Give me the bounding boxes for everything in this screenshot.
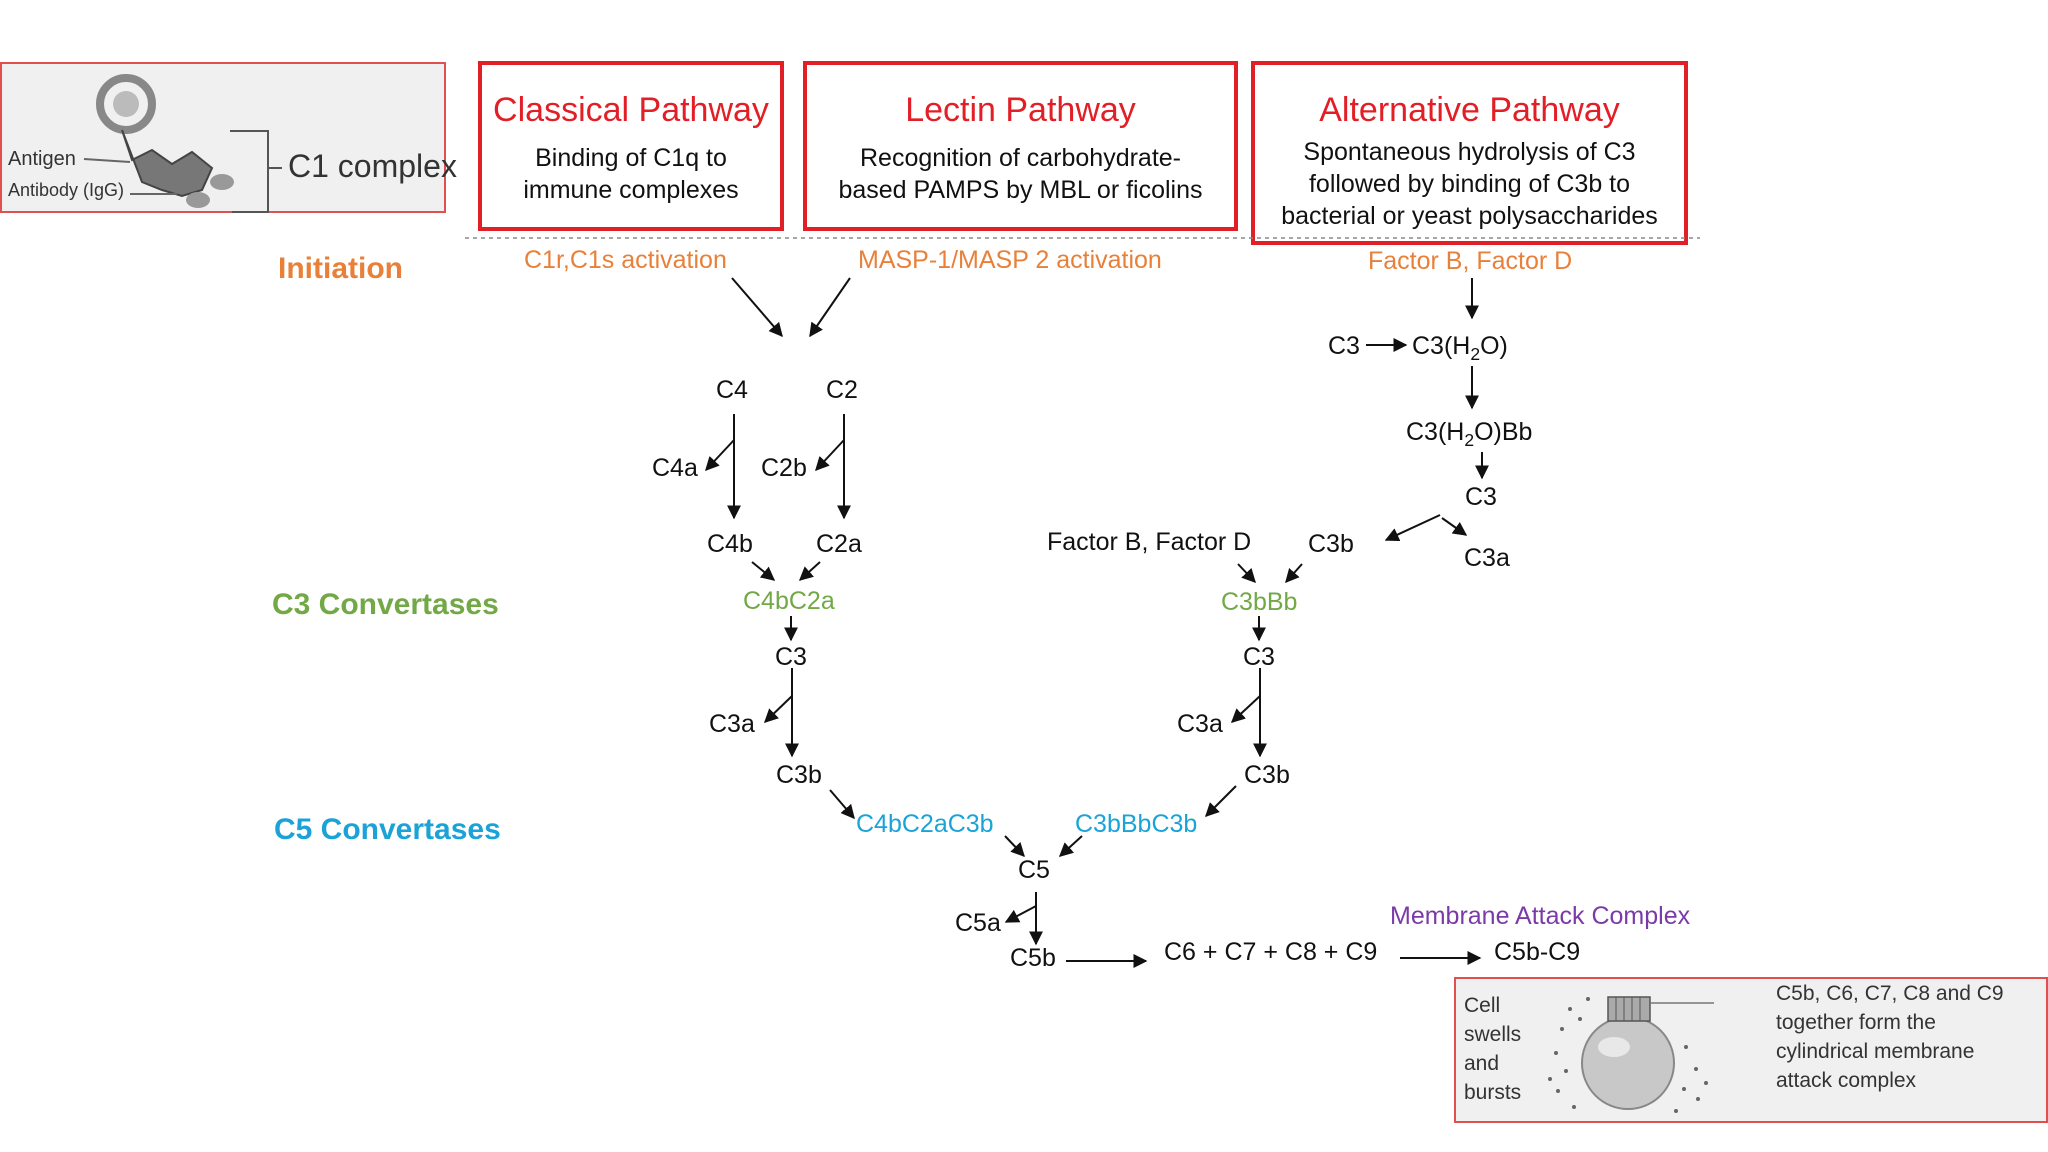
arrow-factor-c3bbb — [1237, 563, 1256, 584]
mac-title: Membrane Attack Complex — [1390, 902, 1691, 930]
lectin-desc-line-1: Recognition of carbohydrate- — [859, 144, 1182, 172]
node-c4: C4 — [716, 376, 748, 404]
arrow-c2a-c4bc2a — [798, 561, 821, 581]
lectin-pathway-description: Recognition of carbohydrate- based PAMPS… — [807, 142, 1234, 206]
alternative-pathway-description: Spontaneous hydrolysis of C3 followed by… — [1255, 136, 1684, 232]
node-c3-right: C3 — [1243, 643, 1275, 671]
stage-initiation: Initiation — [278, 252, 403, 285]
alternative-activation-label: Factor B, Factor D — [1368, 247, 1573, 275]
arrow-lectin-activation — [809, 277, 851, 338]
stage-c5-convertases: C5 Convertases — [274, 813, 501, 846]
cell-swells-text: Cell swells and bursts — [1464, 994, 1522, 1104]
alternative-desc-line-1: Spontaneous hydrolysis of C3 — [1303, 138, 1636, 166]
c1-complex-label: C1 complex — [288, 148, 457, 184]
lectin-desc-line-2: based PAMPS by MBL or ficolins — [838, 176, 1203, 204]
arrow-c3-c3a-right — [1230, 695, 1261, 723]
node-c3b-right: C3b — [1244, 761, 1290, 789]
lectin-pathway-box: Lectin Pathway Recognition of carbohydra… — [803, 61, 1238, 231]
arrow-c4bc2ac3b-c5 — [1004, 835, 1025, 858]
classical-desc-line-2: immune complexes — [523, 176, 739, 204]
stage-c3-convertases: C3 Convertases — [272, 588, 499, 621]
node-c3-left: C3 — [775, 643, 807, 671]
arrow-c3b-c3bbbc3b — [1205, 785, 1237, 817]
node-c5b-c9: C5b-C9 — [1494, 938, 1581, 966]
node-c3b-left: C3b — [776, 761, 822, 789]
node-alt-c3b: C3b — [1308, 530, 1354, 558]
arrow-c5-c5a — [1004, 905, 1037, 923]
node-c3h2o: C3(H2O) — [1412, 334, 1508, 364]
c1-complex-illustration — [83, 74, 282, 213]
membrane-attack-cell-icon — [1548, 996, 1714, 1113]
node-c5: C5 — [1018, 856, 1050, 884]
node-c4bc2ac3b: C4bC2aC3b — [856, 810, 994, 838]
node-c6-c9: C6 + C7 + C8 + C9 — [1164, 938, 1378, 966]
arrow-c3b-c3bbb — [1285, 563, 1303, 584]
node-c3bbb: C3bBb — [1221, 588, 1298, 616]
arrow-c4-c4a — [705, 439, 735, 472]
lectin-activation-label: MASP-1/MASP 2 activation — [858, 246, 1162, 274]
node-alt-c3a: C3a — [1464, 544, 1510, 572]
c3h2obb-base: C3(H — [1406, 418, 1465, 446]
antigen-label: Antigen — [8, 148, 76, 170]
arrow-c3b-c4bc2ac3b — [829, 789, 855, 820]
node-c5a: C5a — [955, 909, 1001, 937]
alternative-pathway-title: Alternative Pathway — [1319, 91, 1620, 129]
node-c2b: C2b — [761, 454, 807, 482]
node-c3a-left: C3a — [709, 710, 755, 738]
arrow-c3-c3b-alt — [1384, 514, 1441, 542]
classical-pathway-description: Binding of C1q to immune complexes — [482, 142, 780, 206]
arrow-c2-c2b — [815, 439, 845, 472]
node-c4bc2a: C4bC2a — [743, 587, 835, 615]
arrow-c3bbbc3b-c5 — [1058, 835, 1083, 857]
lectin-pathway-title: Lectin Pathway — [905, 91, 1136, 129]
c3h2o-end: O) — [1480, 332, 1508, 360]
node-c2a: C2a — [816, 530, 862, 558]
mac-caption: C5b, C6, C7, C8 and C9 together form the… — [1776, 982, 2004, 1092]
mac-panel: Cell swells and bursts C5b, C6, C7, C8 a… — [1454, 977, 2048, 1123]
classical-activation-label: C1r,C1s activation — [524, 246, 727, 274]
c3h2obb-subscript: 2 — [1464, 430, 1475, 450]
c3h2obb-end: O)Bb — [1474, 418, 1533, 446]
c3h2o-base: C3(H — [1412, 332, 1471, 360]
classical-pathway-title: Classical Pathway — [493, 91, 769, 129]
node-c4a: C4a — [652, 454, 698, 482]
node-alt-c3: C3 — [1328, 332, 1360, 360]
alternative-desc-line-3: bacterial or yeast polysaccharides — [1281, 202, 1658, 230]
arrow-c4b-c4bc2a — [751, 561, 776, 581]
c3h2o-subscript: 2 — [1470, 344, 1481, 364]
node-c3a-right: C3a — [1177, 710, 1223, 738]
antibody-label: Antibody (IgG) — [8, 180, 125, 200]
node-factor-bd: Factor B, Factor D — [1047, 528, 1252, 556]
classical-pathway-box: Classical Pathway Binding of C1q to immu… — [478, 61, 784, 231]
c1-complex-panel: Antigen Antibody (IgG) C1 complex — [0, 62, 457, 213]
classical-desc-line-1: Binding of C1q to — [535, 144, 727, 172]
node-c5b: C5b — [1010, 944, 1056, 972]
alternative-pathway-box: Alternative Pathway Spontaneous hydrolys… — [1251, 61, 1688, 245]
node-c4b: C4b — [707, 530, 753, 558]
arrow-c3-c3a-alt — [1441, 517, 1468, 536]
arrow-c3-c3a-left — [763, 695, 793, 723]
node-c2: C2 — [826, 376, 858, 404]
alternative-desc-line-2: followed by binding of C3b to — [1308, 170, 1631, 198]
node-c3h2obb: C3(H2O)Bb — [1406, 420, 1532, 450]
node-alt-c3-2: C3 — [1465, 483, 1497, 511]
node-c3bbbc3b: C3bBbC3b — [1075, 810, 1198, 838]
arrow-classical-activation — [731, 277, 783, 338]
